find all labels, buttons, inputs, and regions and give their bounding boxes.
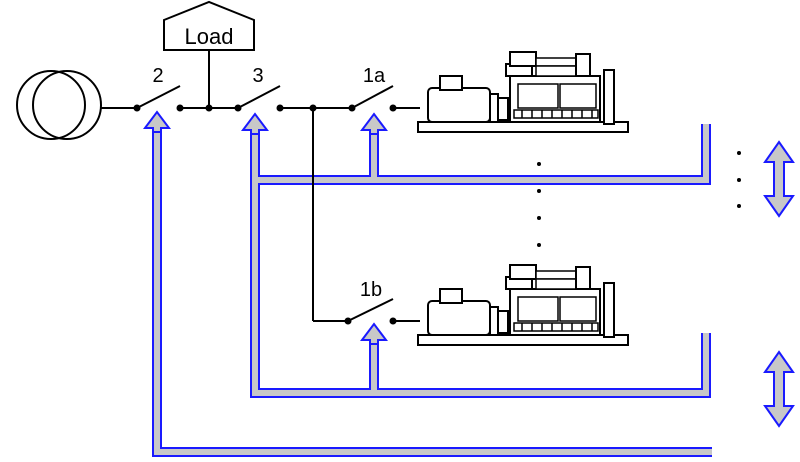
control-bus-system — [143, 110, 712, 457]
switch-2-label: 2 — [152, 65, 163, 87]
load-label: Load — [185, 24, 234, 49]
arrow-up-switch-1a-icon — [360, 112, 388, 135]
transformer-icon — [16, 70, 102, 140]
generator-set-1b-icon — [417, 264, 629, 346]
arrow-up-switch-1b-icon — [360, 322, 388, 345]
junction-dots — [133, 104, 397, 325]
switch-1b — [347, 298, 394, 322]
arrow-up-switch-3-icon — [241, 112, 269, 135]
arrow-up-switch-2-icon — [143, 110, 171, 133]
switch-1a — [351, 85, 394, 109]
switch-2 — [136, 85, 181, 109]
generator-set-1a-icon — [417, 51, 629, 133]
continuation-dots-vertical — [537, 162, 541, 247]
switch-1a-label: 1a — [363, 65, 386, 87]
switch-1b-label: 1b — [360, 279, 382, 301]
switch-3-label: 3 — [252, 65, 263, 87]
load-box: Load — [163, 0, 255, 51]
double-arrow-icon — [763, 140, 795, 218]
double-arrow-icon — [763, 350, 795, 428]
continuation-dots-right — [737, 151, 741, 208]
switch-3 — [237, 85, 281, 109]
